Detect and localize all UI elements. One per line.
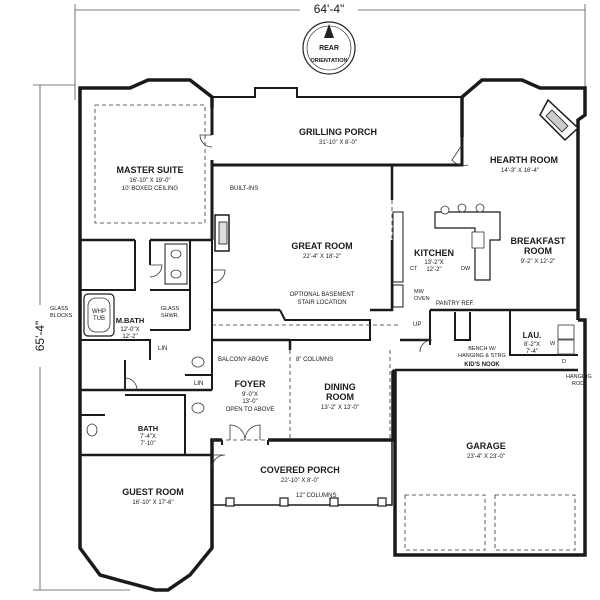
master-suite-name: MASTER SUITE <box>116 165 183 175</box>
master-sinks <box>164 243 188 285</box>
guest-room-size: 16'-10" X 17'-6" <box>132 500 173 506</box>
m-bath-name: M.BATH <box>116 316 145 325</box>
bench-label-1: BENCH W/ <box>468 346 496 352</box>
laundry-size-2: 7'-4" <box>526 349 538 355</box>
covered-porch-size: 22'-10" X 8'-0" <box>281 478 319 484</box>
width-dimension-line <box>74 2 586 100</box>
glass-blocks-label-2: BLOCKS <box>50 313 73 319</box>
master-suite-size: 16'-10" X 19'-0" <box>129 178 170 184</box>
dining-room-name-2: ROOM <box>326 392 354 402</box>
covered-porch-name: COVERED PORCH <box>260 465 340 475</box>
grilling-porch-name: GRILLING PORCH <box>299 127 377 137</box>
toilets <box>86 356 205 437</box>
kids-nook-label: KID'S NOOK <box>464 362 500 368</box>
kitchen-name: KITCHEN <box>414 248 454 258</box>
cooktop-label: CT <box>410 266 418 272</box>
optional-basement-label: OPTIONAL BASEMENT <box>290 292 355 298</box>
great-room-size: 22'-4" X 18'-2" <box>303 254 341 260</box>
fireplace-great-room <box>214 214 230 252</box>
balcony-above-label: BALCONY ABOVE <box>218 357 269 363</box>
master-suite-ceiling: 10' BOXED CEILING <box>122 186 178 192</box>
linen-label-2: LIN <box>194 381 203 387</box>
hearth-room-name: HEARTH ROOM <box>490 155 558 165</box>
laundry-size-1: 8'-2"X <box>524 342 540 348</box>
built-ins-label: BUILT-INS <box>230 186 258 192</box>
garage-doors <box>404 494 576 551</box>
foyer-size-2: 13'-0" <box>242 399 257 405</box>
guest-room-name: GUEST ROOM <box>122 487 184 497</box>
glass-blocks-label-1: GLASS <box>50 306 69 312</box>
grilling-porch-size: 31'-10" X 8'-0" <box>319 140 357 146</box>
depth-dimension: 65'-4" <box>33 321 47 352</box>
whirlpool-tub <box>83 293 115 337</box>
breakfast-room-name-2: ROOM <box>524 246 552 256</box>
kitchen-island <box>434 203 501 281</box>
pantry-ref-label: PANTRY REF. <box>436 301 475 307</box>
stair-up-label: UP <box>413 322 421 328</box>
washer-label: W <box>550 341 556 347</box>
columns-12-label: 12" COLUMNS <box>296 493 336 499</box>
kitchen-size-1: 13'-2"X <box>424 260 443 266</box>
hanging-rod-label-2: ROD <box>572 381 584 387</box>
bath-size-1: 7'-4"X <box>140 434 156 440</box>
dining-room-name-1: DINING <box>324 382 356 392</box>
dining-room-size: 13'-2" X 13'-0" <box>321 405 359 411</box>
columns-8-label: 8" COLUMNS <box>296 357 333 363</box>
m-bath-size-2: 12'-2" <box>122 334 137 340</box>
rear-orientation-compass <box>302 21 356 75</box>
linen-label-1: LIN <box>158 346 167 352</box>
whp-tub-label-2: TUB <box>93 316 105 322</box>
kitchen-counter <box>392 211 404 308</box>
width-dimension: 64'-4" <box>314 2 345 16</box>
depth-dimension-line <box>26 84 130 591</box>
stair-location-label: STAIR LOCATION <box>297 300 346 306</box>
bench-label-2: HANGING & STRG <box>458 353 506 359</box>
mw-oven-label-2: OVEN <box>414 296 430 302</box>
m-bath-size-1: 12'-0"X <box>120 327 139 333</box>
garage-size: 23'-4" X 23'-0" <box>467 454 505 460</box>
glass-shower-label-2: SHWR. <box>161 313 180 319</box>
foyer-name: FOYER <box>234 379 266 389</box>
interior-walls <box>80 108 578 457</box>
covered-porch-outline <box>212 440 393 507</box>
compass-label-orientation: ORIENTATION <box>310 58 347 64</box>
glass-shower-label-1: GLASS <box>161 306 180 312</box>
washer-dryer <box>557 324 575 355</box>
garage-name: GARAGE <box>466 441 506 451</box>
breakfast-room-name-1: BREAKFAST <box>510 236 566 246</box>
mw-oven-label-1: MW <box>414 289 425 295</box>
kitchen-size-2: 12'-2" <box>426 267 441 273</box>
foyer-size-1: 9'-0"X <box>242 392 258 398</box>
bath-size-2: 7'-10" <box>140 441 155 447</box>
compass-label-rear: REAR <box>319 45 339 52</box>
exterior-walls <box>78 78 587 592</box>
dashed-reference-lines <box>94 104 400 441</box>
dryer-label: D <box>562 359 566 365</box>
laundry-name: LAU. <box>523 331 542 340</box>
foyer-open-above: OPEN TO ABOVE <box>226 407 275 413</box>
whp-tub-label-1: WHP <box>92 309 106 315</box>
hanging-rod-label-1: HANGING <box>566 374 592 380</box>
breakfast-room-size: 9'-2" X 12'-2" <box>521 259 556 265</box>
door-swings <box>124 134 469 469</box>
bath-name: BATH <box>138 424 158 433</box>
dishwasher-label: DW <box>461 266 471 272</box>
fireplace-hearth-room <box>539 98 580 142</box>
hearth-room-size: 14'-3" X 16'-4" <box>501 168 539 174</box>
great-room-name: GREAT ROOM <box>291 241 352 251</box>
